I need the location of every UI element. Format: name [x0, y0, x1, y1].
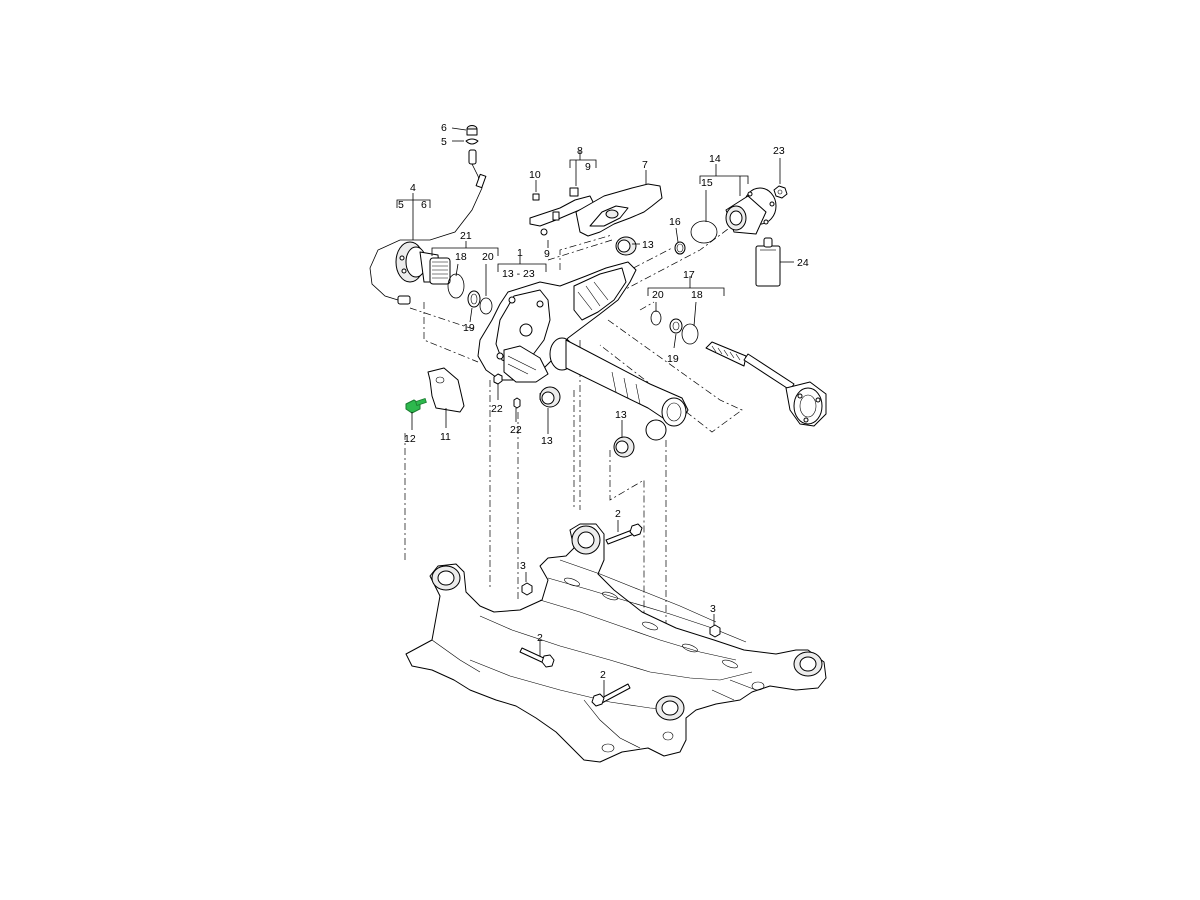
callout-4-sub-5: 5	[398, 199, 404, 211]
callout-13-right: 13	[615, 409, 627, 421]
mount-bracket	[405, 367, 465, 414]
callout-24: 24	[797, 257, 809, 269]
callout-6: 6	[441, 122, 447, 134]
callout-23: 23	[773, 145, 785, 157]
callout-10: 10	[529, 169, 541, 181]
callout-labels: 6 5 4 5 6 8 9 10 9 7 14 15 23 16 13 24 2…	[398, 122, 809, 681]
callout-19-left: 19	[463, 322, 475, 334]
callout-3-right: 3	[710, 603, 716, 615]
callout-21: 21	[460, 230, 472, 242]
differential-housing	[477, 261, 689, 441]
callout-2-middle: 2	[537, 632, 543, 644]
cable-assembly	[369, 125, 487, 305]
callout-22-lower: 22	[510, 424, 522, 436]
leader-lines	[396, 127, 794, 696]
callout-4-sub-6: 6	[421, 199, 427, 211]
bracket-shield	[529, 183, 663, 237]
callout-2-bottom: 2	[600, 669, 606, 681]
callout-7: 7	[642, 159, 648, 171]
assembly-guide-lines	[404, 204, 761, 700]
callout-15: 15	[701, 177, 713, 189]
callout-11: 11	[440, 431, 451, 443]
bushings	[539, 236, 637, 458]
callout-4: 4	[410, 182, 416, 194]
callout-1-sub-range: 13 - 23	[502, 268, 535, 280]
callout-18-right: 18	[691, 289, 703, 301]
rear-subframe	[405, 523, 827, 763]
callout-17: 17	[683, 269, 695, 281]
callout-13-lower: 13	[541, 435, 553, 447]
callout-22-upper: 22	[491, 403, 503, 415]
callout-5: 5	[441, 136, 447, 148]
callout-19-right: 19	[667, 353, 679, 365]
callout-9: 9	[544, 248, 550, 260]
callout-20-right: 20	[652, 289, 664, 301]
seal-rings-left	[447, 273, 493, 315]
callout-20-left: 20	[482, 251, 494, 263]
right-components	[650, 185, 827, 427]
callout-8-sub-9: 9	[585, 161, 591, 173]
callout-16: 16	[669, 216, 681, 228]
bolt-12-highlighted	[405, 398, 427, 414]
callout-8: 8	[577, 145, 583, 157]
callout-2-top: 2	[615, 508, 621, 520]
callout-1: 1	[517, 247, 523, 259]
callout-3-left: 3	[520, 560, 526, 572]
callout-13-top: 13	[642, 239, 654, 251]
nuts-22	[493, 373, 521, 409]
callout-12: 12	[404, 433, 416, 445]
callout-18-left: 18	[455, 251, 467, 263]
callout-14: 14	[709, 153, 721, 165]
